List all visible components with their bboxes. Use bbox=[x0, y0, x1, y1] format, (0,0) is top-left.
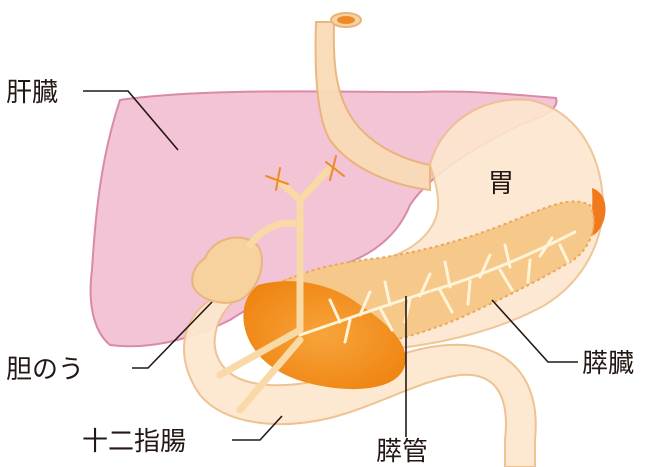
label-duodenum: 十二指腸 bbox=[82, 427, 186, 457]
label-liver: 肝臓 bbox=[6, 78, 58, 108]
label-gallbladder: 胆のう bbox=[6, 355, 84, 385]
label-pancreatic-duct: 膵管 bbox=[376, 437, 428, 467]
label-stomach: 胃 bbox=[488, 169, 514, 199]
label-pancreas: 膵臓 bbox=[582, 349, 634, 379]
